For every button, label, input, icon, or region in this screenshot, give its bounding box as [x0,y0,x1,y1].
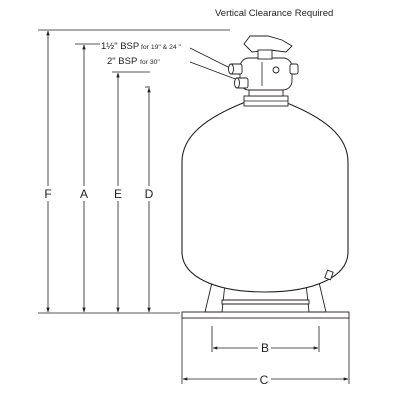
port-label-1-note: for 19" & 24 " [141,44,182,51]
filter-tank [181,102,349,293]
multiport-valve [228,35,299,91]
port-label-2-note: for 30" [140,59,160,66]
dimension-a [78,44,90,313]
dimension-c-label: C [260,373,269,387]
dimension-e-label: E [114,187,122,201]
dimension-f [42,30,54,313]
port-label-1-size: 1½" BSP [101,41,139,52]
dimension-c [182,372,349,386]
dimension-a-label: A [80,187,88,201]
port-label-2-size: 2" BSP [107,56,137,67]
dimension-b-label: B [261,341,269,355]
tank-collar [243,89,289,107]
extension-lines [38,29,350,384]
dimension-e [112,72,124,313]
vertical-clearance-title: Vertical Clearance Required [215,8,333,19]
port-leader-lines [189,47,239,81]
dimension-d [143,87,155,313]
dimension-d-label: D [145,187,154,201]
dimension-b [212,341,319,355]
dimension-f-label: F [44,187,51,201]
drain-plug [324,269,334,281]
